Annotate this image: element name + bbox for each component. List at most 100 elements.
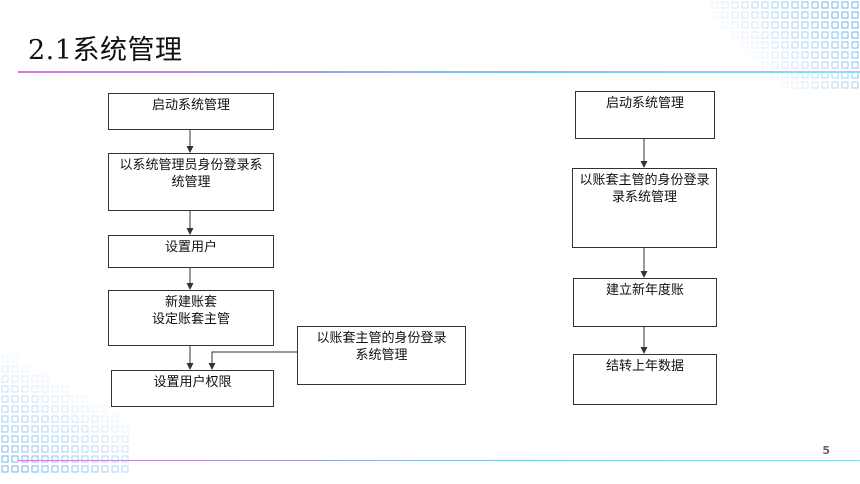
left-step-setup-users: 设置用户 bbox=[108, 235, 274, 268]
decor-square bbox=[121, 445, 129, 453]
decor-square bbox=[11, 385, 19, 393]
decor-square bbox=[51, 385, 59, 393]
decor-square bbox=[21, 455, 29, 463]
decor-square bbox=[41, 395, 49, 403]
decor-square bbox=[791, 51, 799, 59]
decor-square bbox=[91, 415, 99, 423]
decor-square bbox=[841, 61, 849, 69]
decor-square bbox=[21, 395, 29, 403]
decor-square bbox=[831, 11, 839, 19]
decor-square bbox=[781, 11, 789, 19]
decor-square bbox=[831, 21, 839, 29]
decor-square bbox=[821, 31, 829, 39]
decor-square bbox=[71, 405, 79, 413]
decor-square bbox=[31, 425, 39, 433]
decor-square bbox=[111, 425, 119, 433]
decor-square bbox=[81, 465, 89, 473]
decor-square bbox=[11, 435, 19, 443]
decor-square bbox=[771, 1, 779, 9]
decor-square bbox=[41, 425, 49, 433]
decor-square bbox=[821, 61, 829, 69]
decor-square bbox=[81, 415, 89, 423]
decor-square bbox=[31, 465, 39, 473]
decor-square bbox=[71, 445, 79, 453]
decor-squares-bottom-left bbox=[1, 355, 129, 473]
decor-square bbox=[741, 11, 749, 19]
decor-square bbox=[761, 11, 769, 19]
decor-square bbox=[731, 21, 739, 29]
decor-square bbox=[21, 465, 29, 473]
decor-square bbox=[731, 11, 739, 19]
decor-square bbox=[811, 1, 819, 9]
left-step-login-as-admin: 以系统管理员身份登录系 统管理 bbox=[108, 153, 274, 211]
decor-square bbox=[801, 81, 809, 89]
decor-square bbox=[11, 405, 19, 413]
decor-square bbox=[761, 1, 769, 9]
decor-square bbox=[771, 41, 779, 49]
right-step-login-as-supervisor: 以账套主管的身份登录 录系统管理 bbox=[572, 168, 717, 248]
decor-square bbox=[71, 455, 79, 463]
decor-square bbox=[841, 1, 849, 9]
decor-square bbox=[811, 51, 819, 59]
decor-square bbox=[41, 375, 49, 383]
decor-square bbox=[761, 21, 769, 29]
decor-square bbox=[831, 31, 839, 39]
decor-square bbox=[1, 355, 9, 363]
decor-square bbox=[61, 395, 69, 403]
decor-square bbox=[751, 31, 759, 39]
decor-square bbox=[31, 415, 39, 423]
decor-square bbox=[841, 11, 849, 19]
decor-square bbox=[741, 21, 749, 29]
decor-square bbox=[781, 41, 789, 49]
decor-square bbox=[21, 445, 29, 453]
decor-square bbox=[721, 1, 729, 9]
decor-square bbox=[851, 31, 859, 39]
side-step-login-as-supervisor: 以账套主管的身份登录 系统管理 bbox=[297, 326, 466, 385]
decor-square bbox=[41, 415, 49, 423]
decor-square bbox=[851, 61, 859, 69]
decor-square bbox=[841, 41, 849, 49]
decor-square bbox=[761, 51, 769, 59]
decor-square bbox=[1, 365, 9, 373]
decor-square bbox=[81, 435, 89, 443]
decor-square bbox=[71, 435, 79, 443]
decor-square bbox=[751, 51, 759, 59]
decor-square bbox=[61, 405, 69, 413]
decor-square bbox=[111, 435, 119, 443]
decor-square bbox=[41, 455, 49, 463]
right-step-carry-forward-data: 结转上年数据 bbox=[573, 354, 717, 405]
decor-square bbox=[11, 365, 19, 373]
decor-square bbox=[51, 465, 59, 473]
decor-square bbox=[821, 51, 829, 59]
decor-square bbox=[11, 375, 19, 383]
decor-square bbox=[811, 41, 819, 49]
decor-square bbox=[51, 405, 59, 413]
decor-square bbox=[811, 81, 819, 89]
arrow-side-to-step5 bbox=[208, 351, 297, 370]
decor-square bbox=[11, 465, 19, 473]
decor-square bbox=[61, 465, 69, 473]
right-step-start-system-management: 启动系统管理 bbox=[575, 91, 715, 139]
decor-square bbox=[711, 1, 719, 9]
decor-square bbox=[791, 11, 799, 19]
decor-square bbox=[21, 365, 29, 373]
decor-square bbox=[851, 21, 859, 29]
decor-square bbox=[1, 445, 9, 453]
decor-square bbox=[791, 21, 799, 29]
decor-square bbox=[41, 465, 49, 473]
decor-square bbox=[21, 435, 29, 443]
decor-square bbox=[111, 445, 119, 453]
decor-square bbox=[1, 425, 9, 433]
decor-square bbox=[741, 41, 749, 49]
decor-square bbox=[41, 405, 49, 413]
decor-square bbox=[101, 425, 109, 433]
decor-square bbox=[771, 31, 779, 39]
decor-square bbox=[811, 11, 819, 19]
decor-square bbox=[71, 425, 79, 433]
decor-square bbox=[721, 11, 729, 19]
decor-square bbox=[1, 455, 9, 463]
decor-square bbox=[81, 445, 89, 453]
decor-square bbox=[741, 1, 749, 9]
decor-square bbox=[51, 445, 59, 453]
